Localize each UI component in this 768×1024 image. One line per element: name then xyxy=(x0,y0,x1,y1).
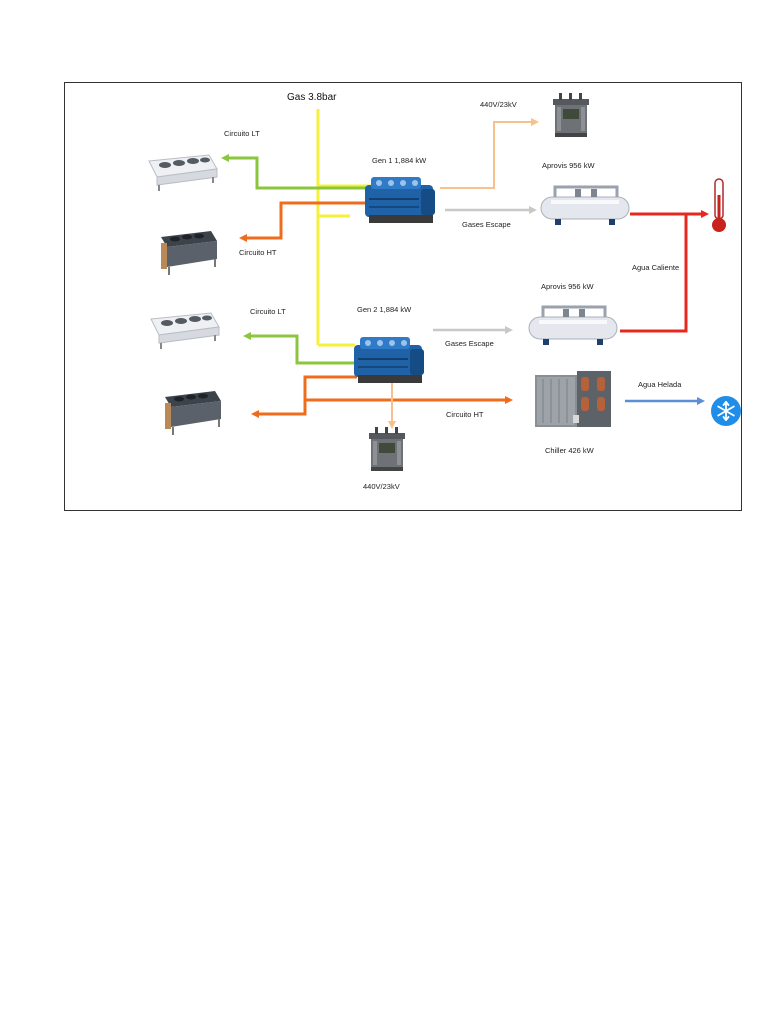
exhaust-label-2: Gases Escape xyxy=(445,339,494,348)
dry-cooler-icon xyxy=(160,230,218,276)
lt-circuit-line-2 xyxy=(243,332,355,365)
dry-cooler-icon xyxy=(150,312,220,350)
gas-supply-label: Gas 3.8bar xyxy=(287,92,337,103)
lt-circuit-line-1 xyxy=(221,154,378,190)
ht-circuit-label-1: Circuito HT xyxy=(239,248,277,257)
transformer-label-bottom: 440V/23kV xyxy=(363,482,400,491)
thermometer-icon xyxy=(712,178,726,232)
chilled-water-label: Agua Helada xyxy=(638,380,682,389)
heat-exchanger-icon xyxy=(539,185,631,227)
hot-water-line xyxy=(620,214,688,333)
gen2-label: Gen 2 1,884 kW xyxy=(357,305,412,314)
chiller-label: Chiller 426 kW xyxy=(545,446,595,455)
transformer-icon xyxy=(553,93,589,137)
aprovis1-label: Aprovis 956 kW xyxy=(542,161,595,170)
transformer-label-top: 440V/23kV xyxy=(480,100,517,109)
aprovis2-label: Aprovis 956 kW xyxy=(541,282,594,291)
cogeneration-diagram: Gas 3.8bar xyxy=(148,92,741,491)
ht-circuit-label-2: Circuito HT xyxy=(446,410,484,419)
gen1-label: Gen 1 1,884 kW xyxy=(372,156,427,165)
exhaust-label-1: Gases Escape xyxy=(462,220,511,229)
ht-circuit-line-2 xyxy=(251,375,357,418)
lt-circuit-label-2: Circuito LT xyxy=(250,307,286,316)
transformer-icon xyxy=(369,427,405,471)
absorption-chiller-icon xyxy=(535,371,611,427)
engine-generator-icon xyxy=(364,176,436,224)
dry-cooler-icon xyxy=(164,390,222,436)
lt-circuit-label-1: Circuito LT xyxy=(224,129,260,138)
ht-circuit-line-1 xyxy=(239,201,378,242)
diagram-frame: Gas 3.8bar xyxy=(64,82,742,511)
engine-generator-icon xyxy=(353,336,425,384)
hot-water-label: Agua Caliente xyxy=(632,263,679,272)
snowflake-icon xyxy=(711,396,741,426)
electric-line-1 xyxy=(440,118,539,189)
heat-exchanger-icon xyxy=(527,305,619,347)
dry-cooler-icon xyxy=(148,154,218,192)
